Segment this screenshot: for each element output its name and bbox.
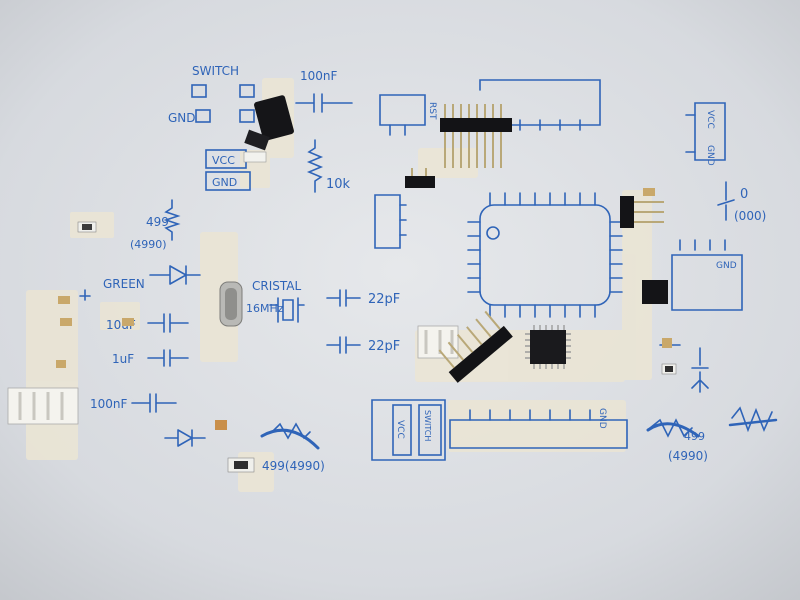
jst-connector-left bbox=[7, 387, 79, 425]
jst-connector-middle bbox=[417, 325, 459, 359]
label-499-bottom: 499(4990) bbox=[262, 459, 325, 473]
label-gnd-right: GND bbox=[705, 145, 715, 166]
label-header-switch: SWITCH bbox=[423, 410, 432, 441]
label-green: GREEN bbox=[103, 277, 145, 291]
label-22pf-a: 22pF bbox=[368, 292, 400, 307]
label-499-right-paren: (4990) bbox=[668, 449, 708, 463]
tactile-switch bbox=[254, 95, 294, 141]
label-499-right: 499 bbox=[684, 430, 705, 443]
connector-black-right bbox=[642, 280, 668, 304]
pin-header-diagonal bbox=[438, 310, 513, 383]
label-22pf-b: 22pF bbox=[368, 339, 400, 354]
label-header-vcc: VCC bbox=[395, 420, 405, 439]
tape-strips bbox=[26, 78, 652, 492]
ink-drawings bbox=[79, 79, 778, 461]
label-499-left: 499 bbox=[146, 215, 169, 229]
components bbox=[7, 95, 677, 473]
label-crystal-freq: 16MHz bbox=[246, 302, 284, 315]
label-crystal: CRISTAL bbox=[252, 279, 301, 293]
label-gnd-left: GND bbox=[168, 111, 196, 125]
label-switch: SWITCH bbox=[192, 64, 239, 78]
crystal-hc49 bbox=[219, 281, 243, 327]
label-gnd-header: GND bbox=[716, 261, 737, 271]
label-zero-ohm-paren: (000) bbox=[734, 209, 766, 223]
label-1uf: 1uF bbox=[112, 352, 134, 366]
label-gnd-box: GND bbox=[212, 176, 237, 189]
mcu-tqfp-chip bbox=[525, 325, 571, 369]
pin-header-top bbox=[440, 104, 512, 168]
label-10k: 10k bbox=[326, 177, 351, 192]
label-zero-ohm: 0 bbox=[740, 187, 748, 202]
label-vcc-box: VCC bbox=[212, 154, 235, 167]
label-100nf-top: 100nF bbox=[300, 69, 338, 83]
label-rst: RST bbox=[427, 102, 437, 120]
label-499-left-paren: (4990) bbox=[130, 238, 167, 251]
pin-header-right-angle bbox=[620, 196, 664, 228]
label-vcc-right: VCC bbox=[705, 110, 715, 129]
label-header-gnd: GND bbox=[597, 408, 607, 429]
ink-labels: SWITCH GND VCC GND 100nF 10k RST VCC GND… bbox=[90, 64, 766, 473]
label-100nf-low: 100nF bbox=[90, 397, 128, 411]
